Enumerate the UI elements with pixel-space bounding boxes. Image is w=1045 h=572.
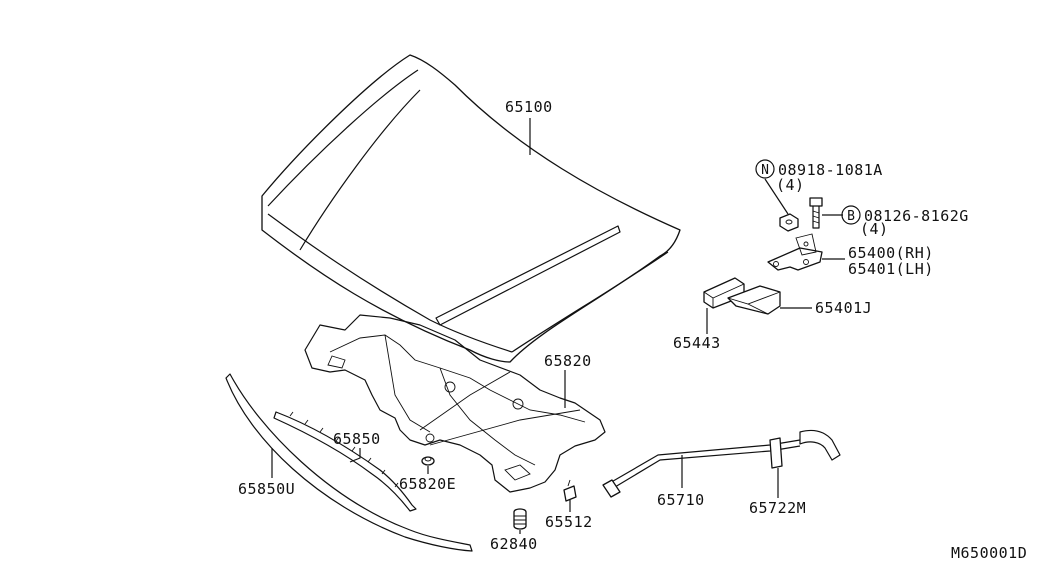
callout-65400: 65400(RH)	[848, 244, 934, 262]
bolt-symbol-letter: B	[847, 209, 855, 224]
bolt-part	[809, 197, 823, 229]
callout-65443: 65443	[673, 334, 721, 352]
rod-holder	[769, 429, 841, 469]
callout-65100: 65100	[505, 98, 553, 116]
callout-65401: 65401(LH)	[848, 260, 934, 278]
callout-08126-qty: (4)	[860, 220, 889, 238]
leader-lines	[271, 118, 845, 534]
bolt-symbol: B	[841, 205, 861, 225]
hood-inner-frame	[304, 314, 606, 493]
pad-65401j	[727, 285, 781, 315]
callout-08918: 08918-1081A	[778, 161, 883, 179]
weatherstrip-long	[225, 373, 473, 552]
hood-hinge	[767, 233, 823, 271]
callout-08126: 08126-8162G	[864, 207, 969, 225]
callout-65850: 65850	[333, 430, 381, 448]
nut-symbol: N	[755, 159, 775, 179]
callout-65401j: 65401J	[815, 299, 872, 317]
nut-part	[779, 213, 799, 232]
hood-support-rod	[602, 439, 801, 498]
callout-65512: 65512	[545, 513, 593, 531]
callout-08918-qty: (4)	[776, 176, 805, 194]
callout-65820e: 65820E	[399, 475, 456, 493]
seal-strip	[273, 411, 417, 512]
callout-65722m: 65722M	[749, 499, 806, 517]
callout-65850u: 65850U	[238, 480, 295, 498]
diagram-code: M650001D	[951, 544, 1027, 562]
hood-panel	[261, 54, 681, 363]
nut-symbol-letter: N	[761, 163, 769, 178]
bumper-rubber	[513, 508, 527, 530]
callout-65710: 65710	[657, 491, 705, 509]
callout-65820: 65820	[544, 352, 592, 370]
clip-65820e	[421, 456, 435, 466]
clip-65512	[563, 479, 577, 502]
callout-62840: 62840	[490, 535, 538, 553]
